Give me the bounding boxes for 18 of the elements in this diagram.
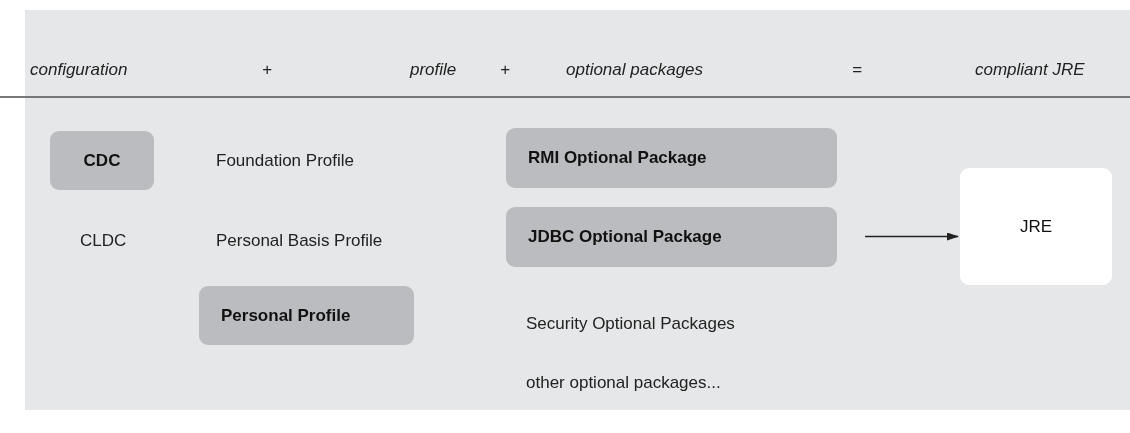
- package-box: JDBC Optional Package: [506, 207, 837, 267]
- profile-name: Foundation Profile: [216, 151, 354, 171]
- plus-sign: +: [262, 60, 272, 80]
- package-name: other optional packages...: [526, 373, 721, 393]
- package-box: RMI Optional Package: [506, 128, 837, 188]
- equals-sign: =: [852, 60, 862, 80]
- plus-sign: +: [500, 60, 510, 80]
- config-box: CDC: [50, 131, 154, 190]
- column-heading: profile: [410, 60, 457, 80]
- runtime-box: JRE: [960, 168, 1112, 285]
- arrow: [864, 232, 959, 241]
- column-heading: configuration: [30, 60, 128, 80]
- column-heading: compliant JRE: [975, 60, 1085, 80]
- column-heading: optional packages: [566, 60, 704, 80]
- config-name: CLDC: [80, 231, 127, 251]
- profile-name: Personal Basis Profile: [216, 231, 383, 251]
- package-name: Security Optional Packages: [526, 314, 735, 334]
- profile-box: Personal Profile: [199, 286, 414, 345]
